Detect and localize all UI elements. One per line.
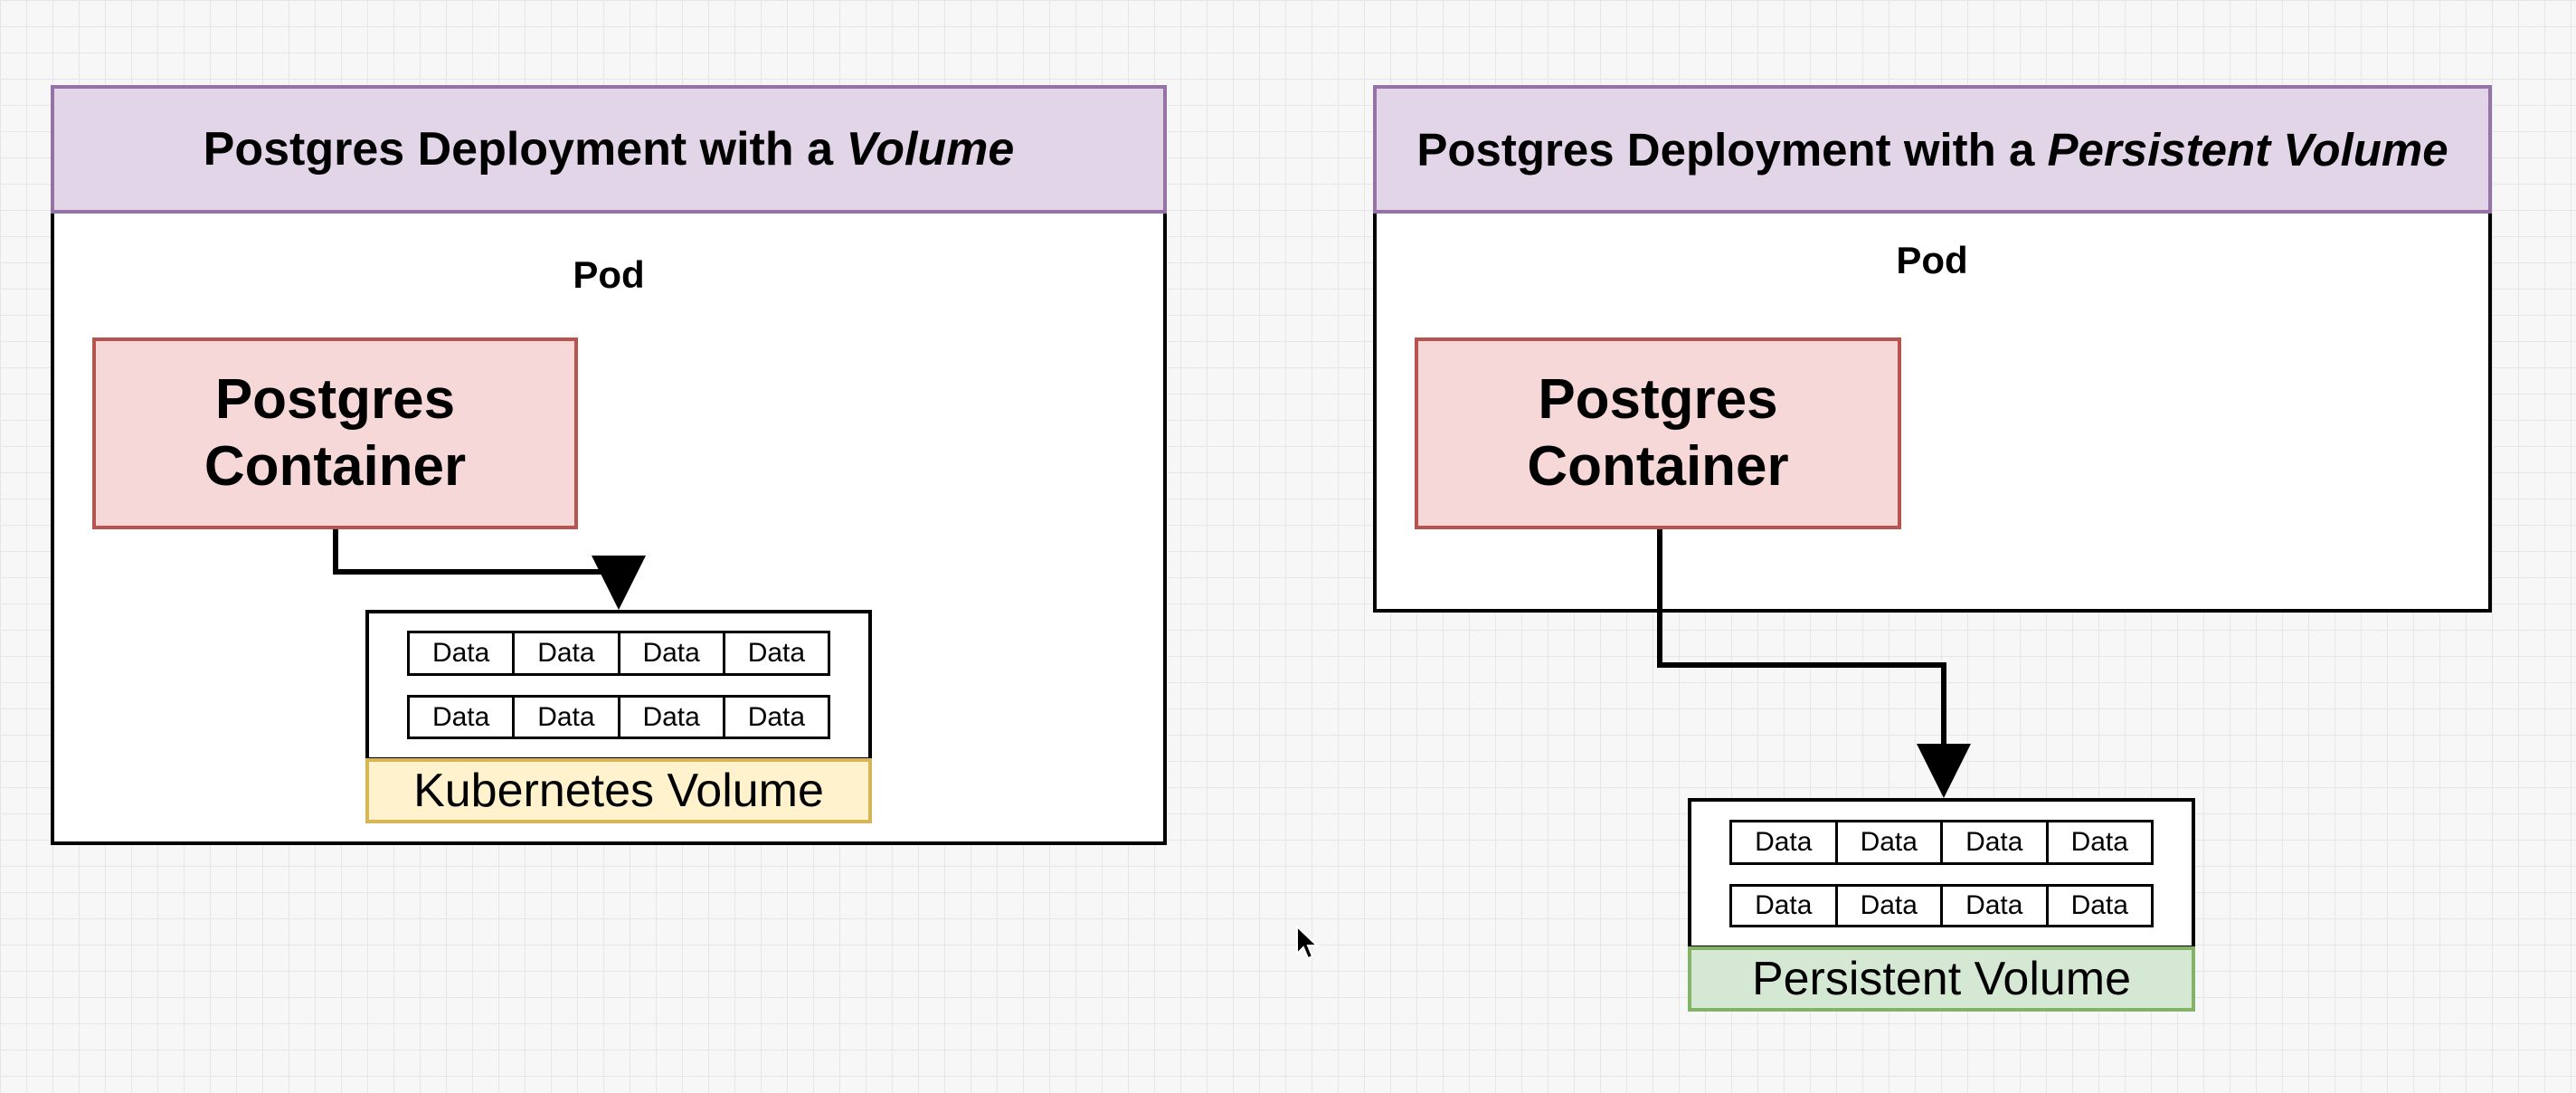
right-container-line1: Postgres xyxy=(1538,367,1778,431)
data-cell: Data xyxy=(515,698,620,737)
data-cell: Data xyxy=(1943,822,2049,862)
mouse-pointer-icon xyxy=(1296,925,1320,960)
right-data-row-2: Data Data Data Data xyxy=(1729,884,2154,927)
right-pod-label: Pod xyxy=(1896,239,1968,281)
data-cell: Data xyxy=(747,638,806,668)
data-cell: Data xyxy=(410,698,516,737)
data-cell: Data xyxy=(2070,827,2128,857)
left-title-prefix: Postgres Deployment with a xyxy=(203,123,847,176)
right-title-emphasis: Persistent Volume xyxy=(2047,123,2448,176)
data-cell: Data xyxy=(515,633,620,673)
data-cell: Data xyxy=(1732,822,1838,862)
right-container-to-volume-arrow xyxy=(1657,529,1971,798)
left-data-row-2: Data Data Data Data xyxy=(407,695,830,739)
left-container-line2: Container xyxy=(204,435,467,498)
left-pod-label: Pod xyxy=(573,253,645,296)
data-cell: Data xyxy=(620,698,725,737)
data-cell: Data xyxy=(747,701,806,732)
left-deployment-title: Postgres Deployment with a Volume xyxy=(51,85,1167,214)
right-postgres-container: Postgres Container xyxy=(1415,337,1901,529)
data-cell: Data xyxy=(1943,887,2049,925)
data-cell: Data xyxy=(410,633,516,673)
left-container-line1: Postgres xyxy=(214,367,456,431)
data-cell: Data xyxy=(2070,890,2128,920)
data-cell: Data xyxy=(1838,822,1943,862)
left-postgres-container: Postgres Container xyxy=(92,337,578,529)
left-container-to-volume-arrow xyxy=(333,529,646,610)
data-cell: Data xyxy=(1732,887,1838,925)
right-title-prefix: Postgres Deployment with a xyxy=(1416,123,2048,176)
data-cell: Data xyxy=(620,633,725,673)
right-container-line2: Container xyxy=(1527,435,1789,498)
right-data-row-1: Data Data Data Data xyxy=(1729,820,2154,865)
data-cell: Data xyxy=(1838,887,1943,925)
persistent-volume-label: Persistent Volume xyxy=(1688,946,2195,1012)
right-deployment-title: Postgres Deployment with a Persistent Vo… xyxy=(1373,85,2492,214)
left-data-row-1: Data Data Data Data xyxy=(407,631,830,676)
kubernetes-volume-label: Kubernetes Volume xyxy=(365,758,872,823)
left-title-emphasis: Volume xyxy=(846,123,1015,176)
